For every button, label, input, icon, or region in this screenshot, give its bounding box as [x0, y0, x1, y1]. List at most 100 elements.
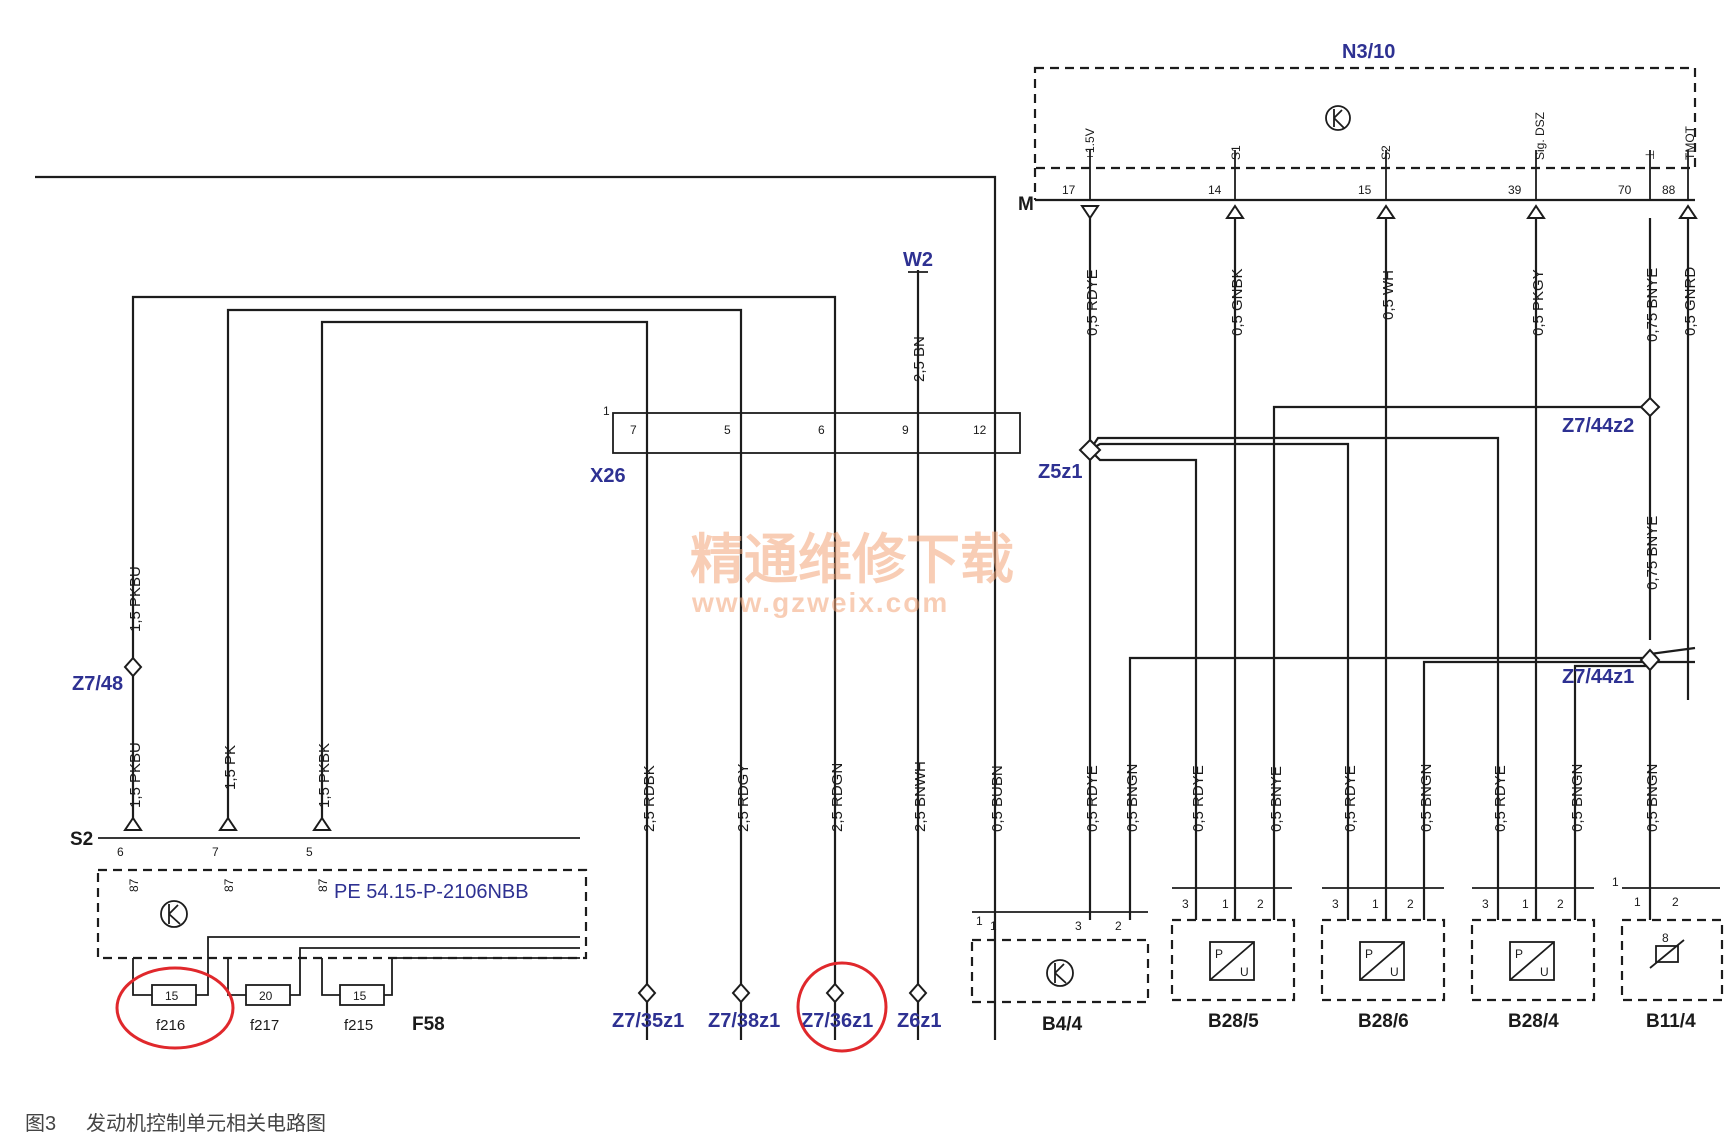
fuse-f216: 15 f216: [132, 958, 209, 1034]
wire-label: 0,5 BUBN: [989, 765, 1006, 832]
splice-z5z1: [1078, 438, 1102, 462]
ecu-pin-14: 14: [1208, 183, 1222, 197]
svg-text:20: 20: [259, 989, 273, 1003]
splice-z7-44z2: [1639, 396, 1661, 418]
connector-triangle-icon: [1526, 204, 1546, 219]
figure-caption: 图3 发动机控制单元相关电路图: [25, 1112, 326, 1135]
pe-reference-link[interactable]: PE 54.15-P-2106NBB: [334, 881, 529, 903]
z7-38z1-label: Z7/38z1: [708, 1010, 780, 1032]
ecu-sig-88: TMOT: [1683, 125, 1697, 160]
svg-text:1: 1: [976, 914, 983, 928]
watermark-cn: 精通维修下载: [690, 527, 1014, 591]
ecu-sig-39: Sig. DSZ: [1533, 112, 1547, 160]
wire-label: 0,5 BNYE: [1268, 766, 1285, 832]
s2-label: S2: [70, 829, 93, 850]
connector-triangle-icon: [218, 816, 238, 831]
svg-text:2: 2: [1672, 895, 1679, 909]
svg-text:P: P: [1365, 947, 1373, 961]
wire-label: 0,5 BNGN: [1644, 764, 1661, 832]
wire-label: 2,5 RDGY: [735, 764, 752, 832]
z7-48-label: Z7/48: [72, 673, 123, 695]
f215-label: f215: [344, 1017, 373, 1034]
pressure-sensor-icon: P U: [1209, 941, 1255, 981]
splice-z7-44z1: [1639, 648, 1661, 672]
wire-label: 2,5 BNWH: [912, 761, 929, 832]
wire-label: 0,5 RDYE: [1492, 765, 1509, 832]
svg-text:U: U: [1240, 965, 1249, 979]
ecu-n3-10: N3/10 M 17 14 15 39 70 88 +1.5V S1 S2 Si…: [1018, 41, 1697, 215]
x26-pin-1: 1: [603, 404, 610, 418]
x26-pin-6: 6: [818, 423, 825, 437]
ecu-pin-17: 17: [1062, 183, 1076, 197]
svg-text:3: 3: [1075, 919, 1082, 933]
f216-label: f216: [156, 1017, 185, 1034]
highlight-f216: [115, 966, 235, 1050]
wire-label: 0,5 GNBK: [1229, 268, 1246, 336]
svg-text:P: P: [1215, 947, 1223, 961]
ground-diamond-icon: [731, 982, 751, 1004]
ground-points: Z7/35z1 Z7/38z1 Z7/36z1 Z6z1: [612, 961, 941, 1053]
relay-s2: S2 6 7 5 87 87 87 PE 54.15-P-2106NBB: [70, 816, 588, 965]
w2-label: W2: [903, 249, 933, 271]
z7-44z2-label: Z7/44z2: [1562, 415, 1634, 437]
caption-fig-number: 图3: [25, 1113, 56, 1135]
z7-36z1-label: Z7/36z1: [801, 1010, 873, 1032]
connector-triangle-icon: [1225, 204, 1245, 219]
connector-triangle-icon: [1376, 204, 1396, 219]
wire-label: 2,5 RDGN: [829, 763, 846, 832]
splice-z7-48: [123, 656, 143, 678]
b28-4-label: B28/4: [1508, 1011, 1559, 1032]
svg-text:1: 1: [1612, 875, 1619, 889]
connector-triangle-icon: [123, 816, 143, 831]
pressure-sensor-icon: P U: [1509, 941, 1555, 981]
x26-label: X26: [590, 465, 626, 487]
svg-text:2: 2: [1557, 897, 1564, 911]
ecu-pin-88: 88: [1662, 183, 1676, 197]
wire-labels: 1,5 PKBU 1,5 PKBU 1,5 PK 1,5 PKBK 2,5 RD…: [127, 267, 1699, 832]
wire-label: 2,5 BN: [911, 336, 928, 382]
wire-label: 0,75 BNYE: [1644, 516, 1661, 590]
s2-pin-7: 7: [212, 845, 219, 859]
svg-text:U: U: [1390, 965, 1399, 979]
svg-text:8: 8: [1662, 931, 1669, 945]
z7-35z1-label: Z7/35z1: [612, 1010, 684, 1032]
connector-triangle-icon: [1080, 205, 1100, 220]
wire-label: 0,5 GNRD: [1682, 267, 1699, 336]
wire-label: 0,75 BNYE: [1644, 268, 1661, 342]
f217-label: f217: [250, 1017, 279, 1034]
wire-label: 1,5 PKBK: [316, 743, 333, 808]
z6z1-label: Z6z1: [897, 1010, 941, 1032]
watermark: 精通维修下载 www.gzweix.com: [690, 527, 1014, 618]
svg-text:3: 3: [1332, 897, 1339, 911]
connector-triangle-icon: [312, 816, 332, 831]
ground-w2: W2: [903, 249, 933, 273]
transistor-icon: [1046, 959, 1074, 987]
wire-label: 1,5 PKBU: [127, 566, 144, 632]
svg-text:15: 15: [165, 989, 179, 1003]
s2-pin-5: 5: [306, 845, 313, 859]
wire-label: 0,5 RDYE: [1084, 765, 1101, 832]
wire-label: 0,5 WH: [1380, 270, 1397, 320]
wire-label: 1,5 PK: [222, 745, 239, 790]
svg-text:P: P: [1515, 947, 1523, 961]
svg-text:1: 1: [1522, 897, 1529, 911]
s2-pin-6: 6: [117, 845, 124, 859]
s2-sub-87: 87: [127, 878, 141, 892]
ecu-label: N3/10: [1342, 41, 1395, 63]
sensor-b4-4: 1 1 3 2 B4/4: [970, 911, 1150, 1035]
z7-44z1-label: Z7/44z1: [1562, 666, 1634, 688]
x26-pin-12: 12: [973, 423, 987, 437]
b4-4-label: B4/4: [1042, 1014, 1083, 1035]
connector-triangle-icon: [1678, 204, 1698, 219]
b28-5-label: B28/5: [1208, 1011, 1259, 1032]
sensor-b28-5: 3 1 2 P U B28/5: [1170, 887, 1296, 1032]
wire-label: 0,5 BNGN: [1418, 764, 1435, 832]
highlight-z7-36z1: [796, 961, 888, 1053]
ecu-pin-39: 39: [1508, 183, 1522, 197]
svg-text:1: 1: [990, 919, 997, 933]
ground-m-label: M: [1018, 194, 1034, 215]
wire-label: 0,5 BNGN: [1124, 764, 1141, 832]
svg-text:1: 1: [1634, 895, 1641, 909]
sensor-b11-4: 1 1 2 8 B11/4: [1612, 875, 1724, 1032]
ecu-sig-14: S1: [1229, 145, 1243, 160]
